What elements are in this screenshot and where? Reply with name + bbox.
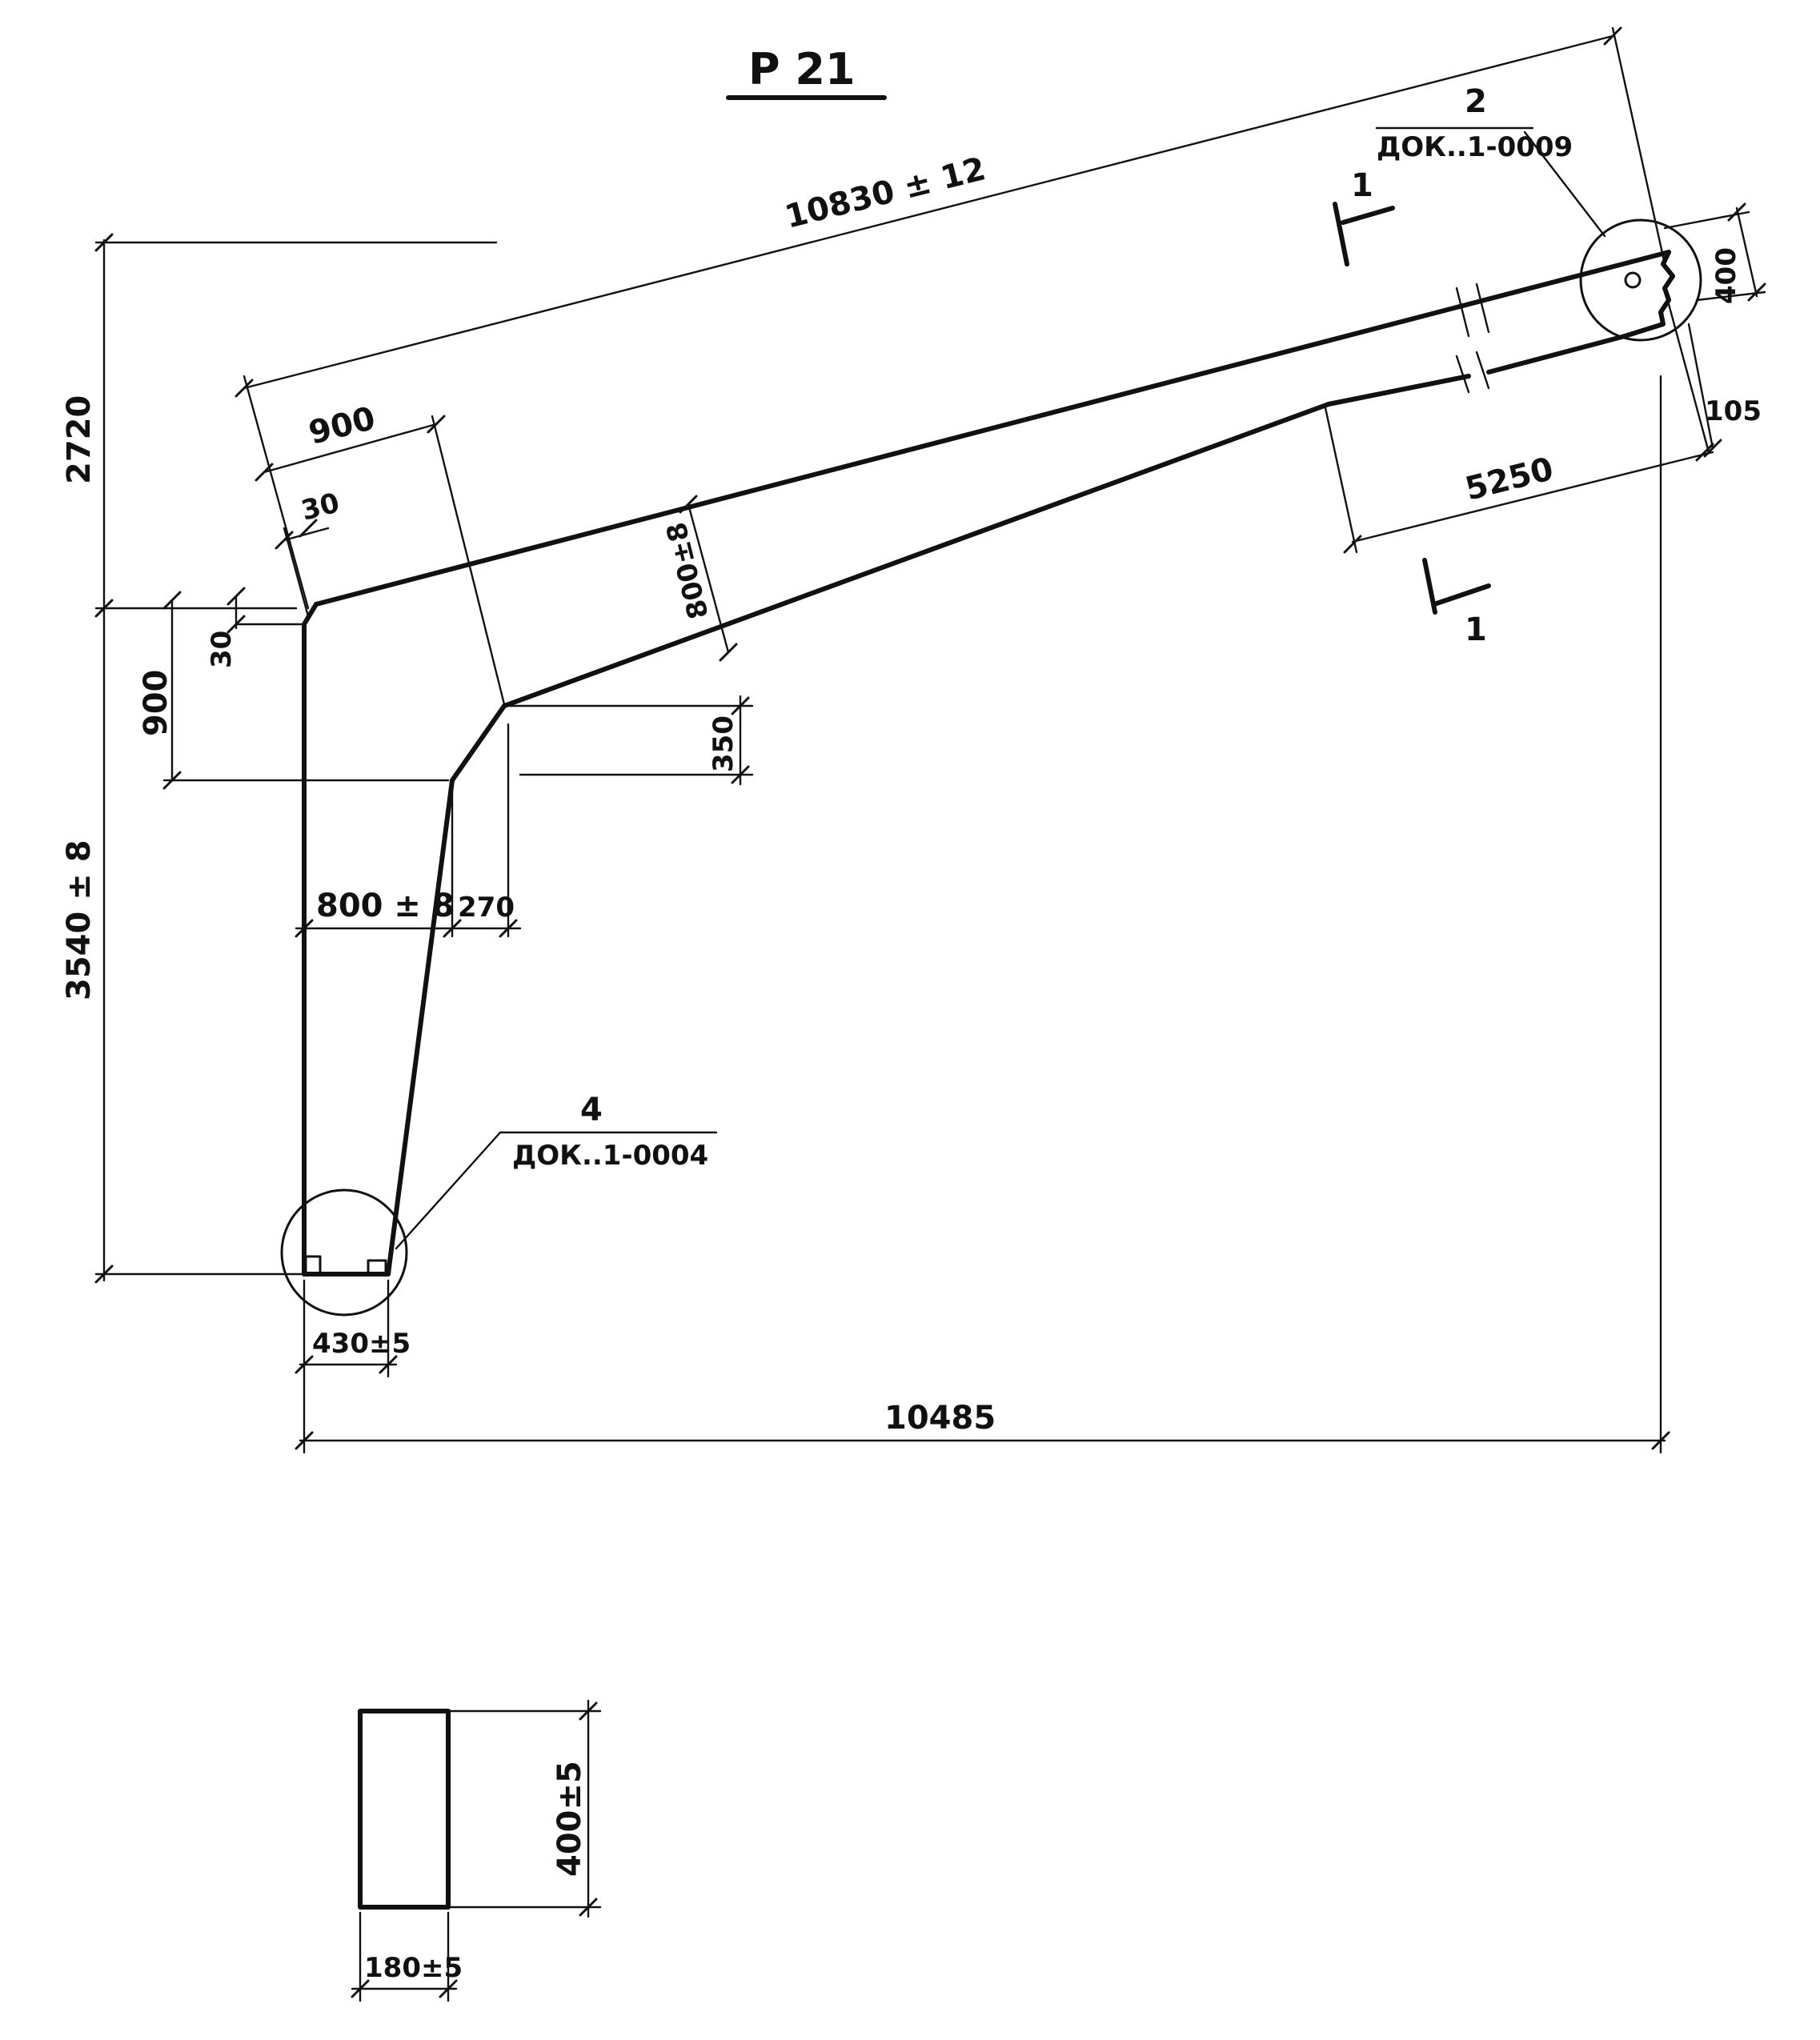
dim-total-height: 2720 [61,395,98,484]
dim-base-width: 430±5 [312,1328,411,1360]
dim-kink-350: 350 [708,715,740,772]
callout-top-number: 2 [1465,83,1487,120]
section-view [351,1699,602,2002]
dim-end-offset: 105 [1705,395,1762,427]
detail-circle-bottom [280,1188,408,1317]
callout-bottom-number: 4 [580,1092,603,1128]
dimension-ticks [94,26,1766,1450]
section-width: 180±5 [364,1952,463,1984]
dim-end-depth: 400 [1710,247,1742,304]
dim-left-30: 30 [206,631,238,668]
section-cut-marks [1333,202,1491,615]
dim-left-900: 900 [138,670,174,737]
pin-hole-icon [1624,271,1642,289]
callout-bottom-doc: ДОК..1-0004 [512,1140,708,1172]
detail-circle-top [1579,218,1702,342]
dim-tip-length: 5250 [1461,451,1557,508]
section-cut-label-bottom: 1 [1465,611,1487,648]
callout-top-doc: ДОК..1-0009 [1377,131,1573,163]
dim-leg-height: 3540 ± 8 [61,840,98,1000]
dim-top-30: 30 [299,487,343,527]
dim-offset-270: 270 [458,892,515,924]
drawing-title: Р 21 [748,44,856,94]
component-outline [302,250,1675,1277]
dimension-lines [94,26,1766,1454]
section-height: 400±5 [551,1761,588,1877]
dim-horizontal-span: 10485 [884,1400,996,1437]
section-cut-label-top: 1 [1351,167,1373,204]
dim-leg-width: 800 ± 8 [316,888,455,924]
